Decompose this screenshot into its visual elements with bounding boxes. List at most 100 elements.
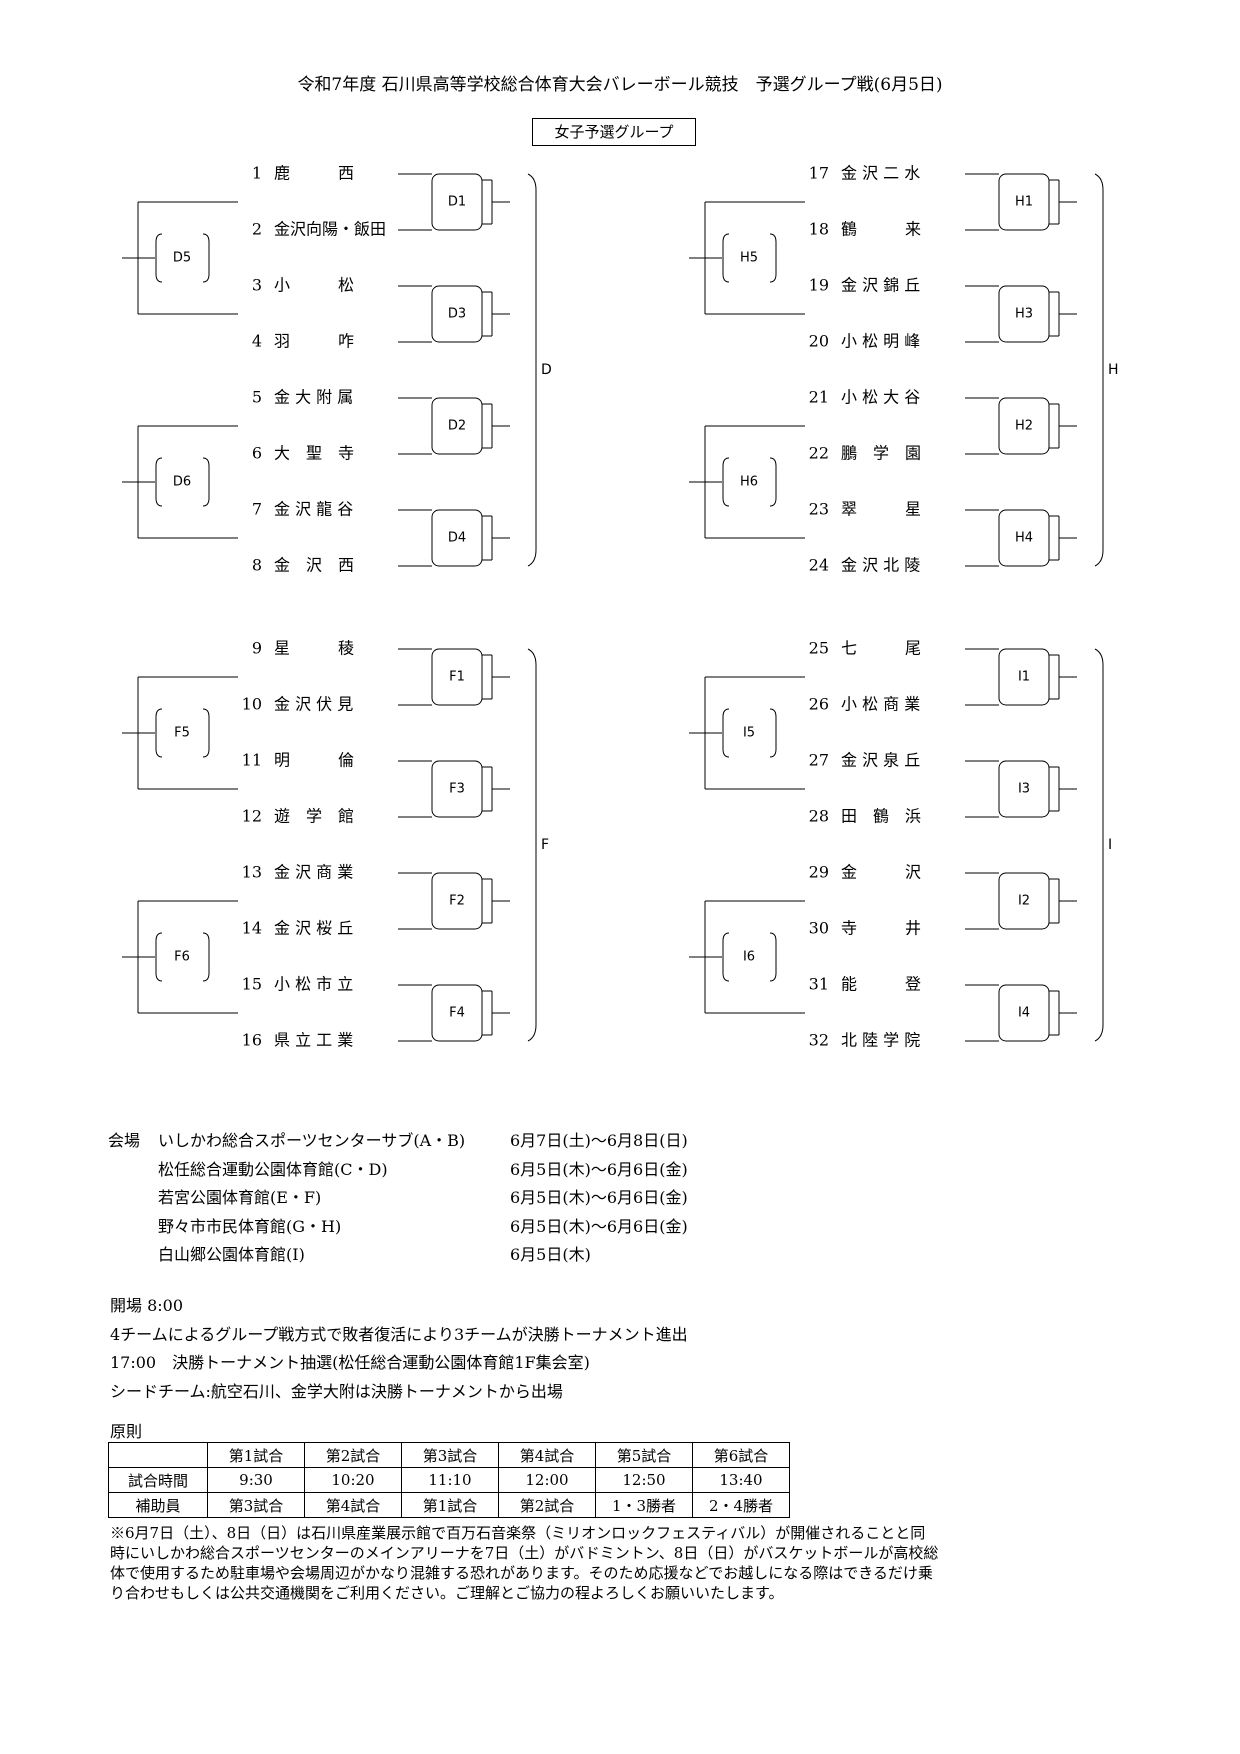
team-number: 13 [242, 863, 262, 882]
group-label: F [541, 837, 549, 853]
team-name: 県 立 工 業 [274, 1031, 353, 1050]
venue-name: 白山郷公園体育館(I) [158, 1245, 305, 1264]
match-label: I4 [1018, 1006, 1030, 1021]
venue-date: 6月5日(木) [510, 1245, 591, 1264]
team-name: 金 沢 北 陵 [841, 556, 920, 575]
match-box [998, 285, 1050, 343]
team-number: 5 [252, 388, 262, 407]
team-number: 24 [809, 556, 829, 575]
team-name: 金 大 附 属 [274, 388, 353, 407]
team-name: 大 聖 寺 [274, 444, 354, 463]
group-label: I [1108, 837, 1112, 853]
team-number: 22 [809, 444, 829, 463]
match-box [431, 648, 483, 706]
team-name: 金 沢 西 [274, 556, 354, 575]
venue-date: 6月7日(土)～6月8日(日) [510, 1131, 688, 1150]
match-label: I3 [1018, 782, 1030, 797]
bracket-paren [155, 457, 163, 507]
venue-date: 6月5日(木)～6月6日(金) [510, 1188, 688, 1207]
match-label: I1 [1018, 670, 1030, 685]
team-name: 金 沢 伏 見 [274, 695, 353, 714]
team-name: 羽 咋 [274, 332, 354, 351]
table-cell: 11:10 [401, 1467, 499, 1493]
bracket-paren [155, 233, 163, 283]
bracket-paren [202, 457, 210, 507]
row-header: 補助員 [108, 1492, 208, 1518]
team-number: 11 [242, 751, 262, 770]
venue-heading: 会場 [108, 1131, 141, 1150]
group-label: H [1108, 362, 1119, 378]
bracket-paren [722, 457, 730, 507]
team-number: 18 [809, 220, 829, 239]
team-number: 4 [252, 332, 262, 351]
team-name: 鶴 来 [841, 220, 921, 239]
team-name: 星 稜 [274, 639, 354, 658]
team-name: 寺 井 [841, 919, 921, 938]
team-number: 29 [809, 863, 829, 882]
team-name: 金沢向陽・飯田 [274, 220, 386, 239]
team-number: 6 [252, 444, 262, 463]
match-box [998, 173, 1050, 231]
team-number: 15 [242, 975, 262, 994]
team-name: 金 沢 泉 丘 [841, 751, 920, 770]
footnote: ※6月7日（土）、8日（日）は石川県産業展示館で百万石音楽祭（ミリオンロックフェ… [110, 1524, 939, 1602]
match-label: I2 [1018, 894, 1030, 909]
match-label: H2 [1015, 419, 1033, 434]
team-name: 小 松 明 峰 [841, 332, 920, 351]
venue-date: 6月5日(木)～6月6日(金) [510, 1159, 688, 1179]
match-label: I5 [743, 726, 755, 741]
table-cell: 第2試合 [498, 1492, 596, 1518]
match-label: H1 [1015, 195, 1033, 210]
team-number: 30 [809, 919, 829, 938]
team-number: 1 [252, 164, 262, 183]
team-number: 25 [809, 639, 829, 658]
venue-name: 若宮公園体育館(E・F) [158, 1188, 322, 1207]
table-cell: 1・3勝者 [595, 1492, 693, 1518]
match-label: F1 [449, 670, 465, 685]
match-label: H5 [740, 251, 758, 266]
team-number: 31 [809, 975, 829, 994]
table-cell: 12:00 [498, 1467, 596, 1493]
team-number: 32 [809, 1031, 829, 1050]
table-cell: 第4試合 [304, 1492, 402, 1518]
table-cell: 13:40 [692, 1467, 790, 1493]
bracket-paren [202, 932, 210, 982]
venue-row: 白山郷公園体育館(I) 6月5日(木) [108, 1241, 908, 1270]
team-name: 金 沢 商 業 [274, 863, 353, 882]
match-box [998, 872, 1050, 930]
team-name: 鵬 学 園 [841, 444, 921, 463]
table-cell: 第3試合 [207, 1492, 305, 1518]
match-box [431, 509, 483, 567]
bracket-paren [769, 708, 777, 758]
group-brace [527, 173, 537, 567]
match-box [431, 285, 483, 343]
bracket-paren [155, 708, 163, 758]
bracket-paren [202, 708, 210, 758]
match-box [431, 397, 483, 455]
note-seed: シードチーム:航空石川、金学大附は決勝トーナメントから出場 [110, 1381, 563, 1401]
team-name: 金 沢 二 水 [841, 164, 920, 183]
match-label: F4 [449, 1006, 465, 1021]
venue-date: 6月5日(木)～6月6日(金) [510, 1216, 688, 1236]
table-header-cell: 第3試合 [401, 1442, 499, 1468]
venue-row: 松任総合運動公園体育館(C・D) 6月5日(木)～6月6日(金) [108, 1156, 908, 1185]
table-cell: 10:20 [304, 1467, 402, 1493]
team-name: 小 松 大 谷 [841, 388, 920, 407]
match-label: H3 [1015, 307, 1033, 322]
group-brace [1094, 173, 1104, 567]
table-header-cell: 第5試合 [595, 1442, 693, 1468]
team-number: 16 [242, 1031, 262, 1050]
match-label: D5 [173, 251, 191, 266]
group-brace [527, 648, 537, 1042]
team-name: 金 沢 桜 丘 [274, 919, 353, 938]
schedule-notes: 開場 8:00 4チームによるグループ戦方式で敗者復活により3チームが決勝トーナ… [110, 1292, 1110, 1406]
team-name: 翠 星 [841, 500, 921, 519]
row-header: 試合時間 [108, 1467, 208, 1493]
group-brace [1094, 648, 1104, 1042]
match-label: D4 [448, 531, 466, 546]
match-label: F5 [174, 726, 190, 741]
team-number: 10 [242, 695, 262, 714]
team-number: 2 [252, 220, 262, 239]
team-number: 14 [242, 919, 262, 938]
